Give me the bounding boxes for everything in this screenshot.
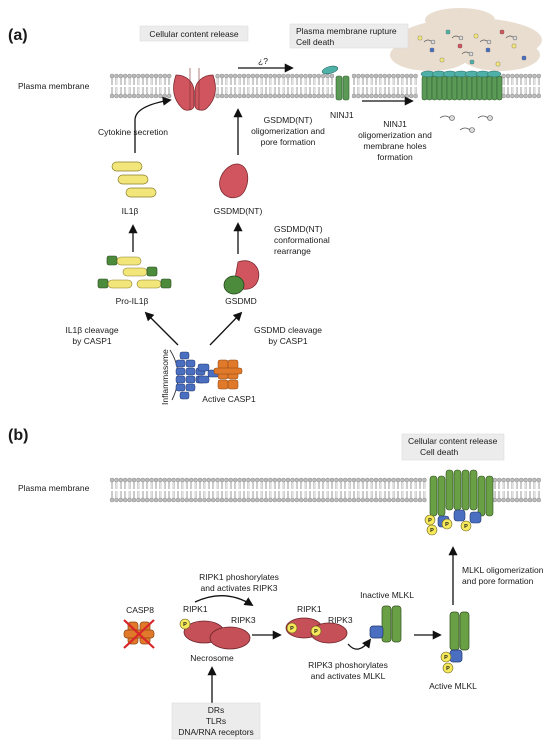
gsdmd-cleavage-2: by CASP1: [268, 336, 307, 346]
panel-b-label: (b): [8, 427, 28, 444]
casp8-inhibited: [123, 619, 155, 649]
pore-desc-1: GSDMD(NT): [264, 115, 313, 125]
plasma-membrane-a: [109, 73, 541, 99]
ripk3-desc-2: and activates MLKL: [311, 671, 386, 681]
conf-desc-1: GSDMD(NT): [274, 224, 323, 234]
mlkl-desc-1: MLKL oligomerization: [462, 565, 544, 575]
ninj1-monomer: [321, 65, 350, 101]
il1b-label: IL1β: [122, 206, 139, 216]
membrane-label-b: Plasma membrane: [18, 483, 90, 493]
gsdmd-full: [223, 260, 260, 295]
phospho-p: P: [446, 666, 450, 672]
phospho-p: P: [445, 522, 449, 528]
inactive-mlkl: [369, 605, 402, 643]
phospho-p: P: [430, 528, 434, 534]
il1b-cleavage-arrow: [144, 311, 179, 346]
ripk1-desc-2: and activates RIPK3: [200, 583, 277, 593]
rupture-box: [289, 23, 409, 49]
gsdmd-nt-domain: [219, 163, 249, 199]
gsdmd-cleavage-arrow: [209, 311, 243, 346]
release-box: [139, 25, 249, 42]
phospho-p: P: [444, 655, 448, 661]
rupture-cloud: [390, 8, 542, 71]
phospho-p: P: [464, 524, 468, 530]
necrosome-label: Necrosome: [190, 653, 234, 663]
pore-desc-3: pore formation: [261, 137, 316, 147]
gsdmd-pore: [173, 68, 216, 111]
ninj1-desc-2: oligomerization and: [358, 130, 432, 140]
il1b-cleavage-2: by CASP1: [72, 336, 111, 346]
receptor-2: TLRs: [206, 716, 226, 726]
pro-il1b-label: Pro-IL1β: [116, 296, 149, 306]
release-b-2: Cell death: [420, 447, 459, 457]
panel-a-label: (a): [8, 27, 28, 44]
ripk1-label-2: RIPK1: [297, 604, 322, 614]
inactive-mlkl-label: Inactive MLKL: [360, 590, 414, 600]
necrosome-complex: P: [179, 618, 251, 650]
ninj1-desc-1: NINJ1: [383, 119, 407, 129]
gsdmd-label: GSDMD: [225, 296, 257, 306]
ripk3-desc-1: RIPK3 phoshorylates: [308, 660, 388, 670]
pro-il1b-molecules: [97, 255, 172, 289]
active-mlkl: P P: [440, 611, 470, 674]
cytokine-secretion-label: Cytokine secretion: [98, 127, 168, 137]
phospho-p: P: [290, 626, 294, 632]
cytokine-secretion-arrow: [134, 96, 172, 153]
receptors-box: [171, 702, 261, 740]
rupture-label-1: Plasma membrane rupture: [296, 26, 397, 36]
release-label: Cellular content release: [149, 29, 239, 39]
ripk3-label-2: RIPK3: [328, 615, 353, 625]
ninj1-label: NINJ1: [330, 110, 354, 120]
rupture-label-2: Cell death: [296, 37, 335, 47]
ninj1-oligomer: [420, 70, 503, 101]
phospho-p: P: [428, 518, 432, 524]
conf-desc-3: rearrange: [274, 246, 311, 256]
active-casp1-label: Active CASP1: [202, 394, 256, 404]
receptor-3: DNA/RNA receptors: [178, 727, 254, 737]
active-mlkl-label: Active MLKL: [429, 681, 477, 691]
ripk1-activation-arrow: [194, 595, 254, 606]
conf-desc-2: conformational: [274, 235, 330, 245]
mlkl-desc-2: and pore formation: [462, 576, 534, 586]
inflammasome-label: Inflammasome: [160, 349, 170, 405]
il1b-cleavage-1: IL1β cleavage: [65, 325, 118, 335]
ninj1-desc-3: membrane holes: [363, 141, 426, 151]
release-box-b: [401, 433, 505, 461]
release-b-1: Cellular content release: [408, 436, 498, 446]
released-cargo: [439, 115, 493, 133]
ninj1-desc-4: formation: [377, 152, 413, 162]
question-label: ¿?: [258, 56, 268, 66]
phospho-p: P: [183, 622, 187, 628]
ripk1-desc-1: RIPK1 phoshorylates: [199, 572, 279, 582]
il1b-molecules: [111, 161, 157, 198]
ripk3-label: RIPK3: [231, 615, 256, 625]
inflammasome-complex: [169, 349, 243, 401]
gsdmd-nt-label: GSDMD(NT): [214, 206, 263, 216]
membrane-label-a: Plasma membrane: [18, 81, 90, 91]
gsdmd-cleavage-1: GSDMD cleavage: [254, 325, 322, 335]
receptor-1: DRs: [208, 705, 225, 715]
phospho-p: P: [314, 629, 318, 635]
phosphorylated-ripk-complex: P P: [285, 617, 348, 644]
cell-debris: [417, 29, 527, 67]
mlkl-phospho-arrow: [347, 638, 372, 650]
pore-desc-2: oligomerization and: [251, 126, 325, 136]
casp8-label: CASP8: [126, 605, 154, 615]
ripk1-label: RIPK1: [183, 604, 208, 614]
